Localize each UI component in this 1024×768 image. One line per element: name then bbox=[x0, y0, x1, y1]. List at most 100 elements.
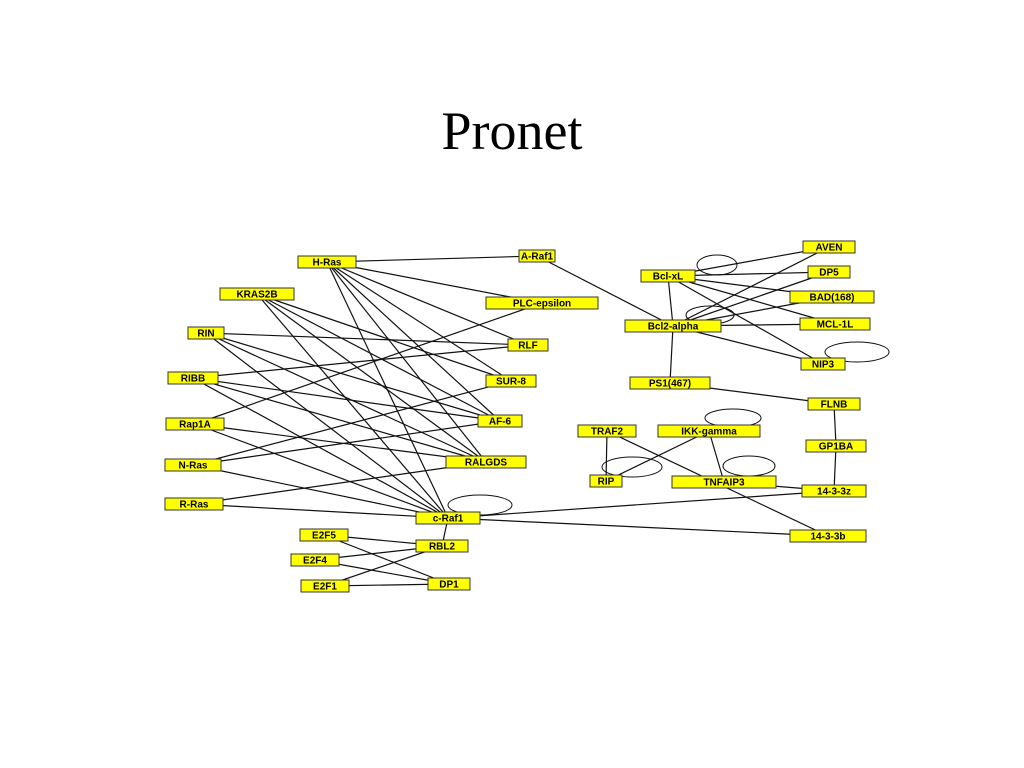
node-label-af6: AF-6 bbox=[489, 417, 512, 428]
edge-kras2b-craf1 bbox=[256, 293, 449, 519]
node-box-gp1ba bbox=[805, 439, 867, 453]
node-dp1: DP1 bbox=[427, 577, 471, 591]
node-plce: PLC-epsilon bbox=[485, 296, 599, 310]
node-bad: BAD(168) bbox=[789, 290, 875, 304]
node-box-nip3 bbox=[800, 357, 846, 371]
node-label-aven: AVEN bbox=[815, 243, 842, 254]
node-sur8: SUR-8 bbox=[485, 374, 537, 388]
self-loop-bclxl bbox=[696, 254, 738, 276]
node-label-nras: N-Ras bbox=[179, 461, 208, 472]
node-label-ikkg: IKK-gamma bbox=[681, 427, 737, 438]
node-label-bclxl: Bcl-xL bbox=[653, 272, 684, 283]
node-box-rin bbox=[187, 326, 225, 340]
node-ribb: RIBB bbox=[167, 371, 219, 385]
node-b1433: 14-3-3b bbox=[789, 529, 867, 543]
edge-hras-rlf bbox=[326, 261, 529, 346]
edge-ribb-rlf bbox=[192, 344, 529, 379]
node-ps1: PS1(467) bbox=[629, 376, 711, 390]
node-flnb: FLNB bbox=[807, 397, 861, 411]
edge-e2f1-rbl2 bbox=[324, 545, 443, 587]
node-label-e2f5: E2F5 bbox=[312, 531, 336, 542]
node-e2f4: E2F4 bbox=[290, 553, 340, 567]
edge-bclxl-nip3 bbox=[667, 275, 824, 365]
node-box-aven bbox=[802, 240, 856, 254]
node-box-sur8 bbox=[485, 374, 537, 388]
node-label-dp1: DP1 bbox=[439, 580, 459, 591]
edge-flnb-gp1ba bbox=[833, 403, 837, 447]
edge-bcl2a-ps1 bbox=[669, 325, 674, 384]
edge-rras-craf1 bbox=[193, 503, 449, 519]
node-box-bclxl bbox=[640, 269, 696, 283]
node-dp5: DP5 bbox=[807, 265, 851, 279]
node-bcl2a: Bcl2-alpha bbox=[624, 319, 722, 333]
node-box-z1433 bbox=[801, 484, 867, 498]
node-label-plce: PLC-epsilon bbox=[513, 299, 571, 310]
edge-bcl2a-dp5 bbox=[672, 271, 830, 327]
node-bclxl: Bcl-xL bbox=[640, 269, 696, 283]
node-box-ps1 bbox=[629, 376, 711, 390]
node-label-e2f1: E2F1 bbox=[313, 582, 337, 593]
edge-rap1a-craf1 bbox=[194, 423, 449, 519]
node-label-b1433: 14-3-3b bbox=[810, 532, 845, 543]
node-e2f5: E2F5 bbox=[299, 528, 349, 542]
edge-araf1-bcl2a bbox=[536, 255, 674, 327]
edge-ikkg-rip bbox=[605, 430, 710, 482]
node-box-b1433 bbox=[789, 529, 867, 543]
edge-nras-sur8 bbox=[192, 380, 512, 466]
node-box-rbl2 bbox=[415, 539, 469, 553]
edge-bclxl-bcl2a bbox=[667, 275, 674, 327]
node-e2f1: E2F1 bbox=[300, 579, 350, 593]
self-loop-rip bbox=[601, 456, 663, 478]
node-box-rras bbox=[164, 497, 224, 511]
self-loop-nip3 bbox=[824, 341, 890, 363]
node-box-af6 bbox=[477, 414, 523, 428]
node-box-traf2 bbox=[577, 424, 637, 438]
node-label-rip: RIP bbox=[598, 477, 615, 488]
node-box-rip bbox=[589, 474, 623, 488]
edge-craf1-z1433 bbox=[447, 490, 835, 519]
edge-kras2b-af6 bbox=[256, 293, 501, 422]
node-mcl1l: MCL-1L bbox=[799, 317, 871, 331]
node-box-hras bbox=[297, 255, 357, 269]
node-label-bad: BAD(168) bbox=[809, 293, 854, 304]
node-label-bcl2a: Bcl2-alpha bbox=[648, 322, 699, 333]
edge-hras-ralgds bbox=[326, 261, 487, 463]
node-hras: H-Ras bbox=[297, 255, 357, 269]
edge-ribb-craf1 bbox=[192, 377, 449, 519]
node-label-ralgds: RALGDS bbox=[465, 458, 508, 469]
node-box-kras2b bbox=[219, 287, 295, 301]
node-box-ikkg bbox=[657, 424, 761, 438]
node-rras: R-Ras bbox=[164, 497, 224, 511]
edge-nras-craf1 bbox=[192, 464, 449, 519]
node-box-e2f5 bbox=[299, 528, 349, 542]
node-label-mcl1l: MCL-1L bbox=[817, 320, 854, 331]
node-box-e2f1 bbox=[300, 579, 350, 593]
node-rbl2: RBL2 bbox=[415, 539, 469, 553]
node-label-rbl2: RBL2 bbox=[429, 542, 456, 553]
node-af6: AF-6 bbox=[477, 414, 523, 428]
node-box-dp1 bbox=[427, 577, 471, 591]
edge-kras2b-sur8 bbox=[256, 293, 512, 382]
node-box-ralgds bbox=[445, 455, 527, 469]
node-label-rlf: RLF bbox=[518, 341, 537, 352]
edge-rin-af6 bbox=[205, 332, 501, 422]
node-araf1: A-Raf1 bbox=[518, 249, 556, 263]
edge-hras-sur8 bbox=[326, 261, 512, 382]
node-traf2: TRAF2 bbox=[577, 424, 637, 438]
edge-rras-ralgds bbox=[193, 461, 487, 505]
edge-hras-araf1 bbox=[326, 255, 538, 263]
edge-rin-rlf bbox=[205, 332, 529, 346]
node-aven: AVEN bbox=[802, 240, 856, 254]
node-box-e2f4 bbox=[290, 553, 340, 567]
slide-title: Pronet bbox=[441, 101, 583, 161]
node-rip: RIP bbox=[589, 474, 623, 488]
node-box-bad bbox=[789, 290, 875, 304]
node-box-nras bbox=[164, 458, 222, 472]
edge-bcl2a-aven bbox=[672, 246, 830, 327]
edge-nras-af6 bbox=[192, 420, 501, 466]
edge-traf2-rip bbox=[605, 430, 608, 482]
node-box-mcl1l bbox=[799, 317, 871, 331]
edge-ribb-ralgds bbox=[192, 377, 487, 463]
